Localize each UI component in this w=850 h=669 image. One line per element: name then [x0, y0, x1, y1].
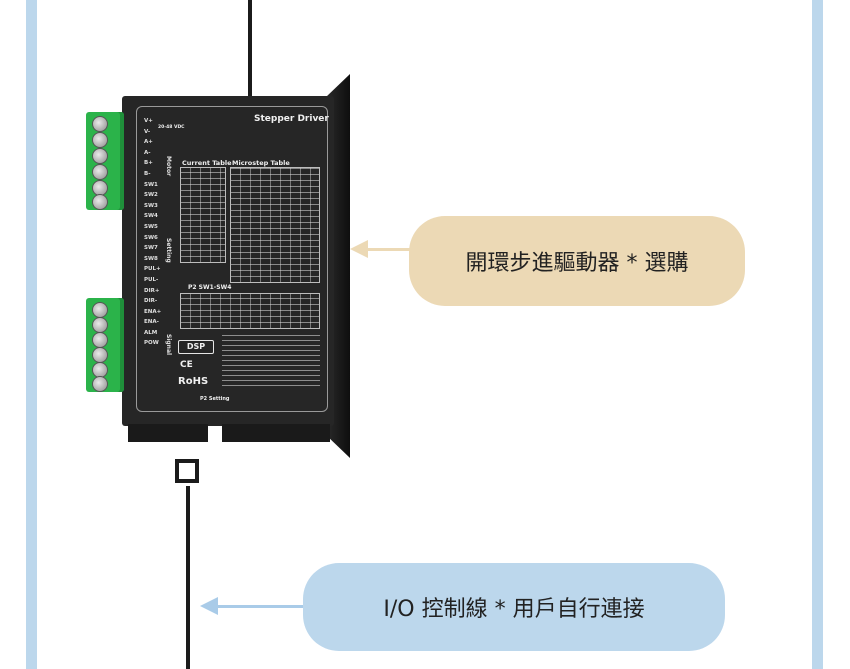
pin-label: SW8 [144, 255, 158, 262]
p2-setting-label: P2 Setting [200, 396, 230, 402]
io-cable-callout: I/O 控制線 * 用戶自行連接 [303, 563, 725, 651]
screw-icon [92, 332, 108, 348]
p2-switch-table [180, 293, 320, 329]
arrow-left-icon [350, 240, 368, 258]
motor-group-label: Motor [165, 156, 172, 177]
led-status-legend [222, 332, 320, 390]
pin-label: ENA- [144, 319, 159, 326]
frame-left-bar [26, 0, 37, 669]
pin-label: B- [144, 170, 151, 177]
pin-label: SW4 [144, 213, 158, 220]
arrow-line [366, 248, 410, 251]
pin-label: SW5 [144, 223, 158, 230]
arrow-line [216, 605, 304, 608]
driver-callout: 開環步進驅動器 * 選購 [409, 216, 745, 306]
pin-label: A- [144, 149, 151, 156]
pin-label: SW6 [144, 234, 158, 241]
frame-right-bar [812, 0, 823, 669]
screw-icon [92, 148, 108, 164]
microstep-table-title: Microstep Table [232, 159, 290, 167]
pin-label: ALM [144, 329, 158, 336]
signal-group-label: Signal [165, 334, 172, 356]
dsp-badge: DSP [178, 340, 214, 354]
pin-label: SW7 [144, 245, 158, 252]
setting-group-label: Setting [165, 238, 172, 263]
screw-icon [92, 302, 108, 318]
screw-icon [92, 347, 108, 363]
current-table [180, 167, 226, 263]
pin-label: POW [144, 340, 159, 347]
driver-foot-right [222, 424, 330, 442]
pin-labels: V+ V- A+ A- B+ B- SW1 SW2 SW3 SW4 SW5 SW… [144, 116, 174, 349]
driver-foot-left [128, 424, 208, 442]
io-cable [186, 486, 190, 669]
ce-mark: CE [180, 360, 193, 370]
pin-label: SW2 [144, 192, 158, 199]
rohs-mark: RoHS [178, 376, 209, 387]
current-table-title: Current Table [182, 159, 232, 167]
screw-icon [92, 116, 108, 132]
driver-label-panel [136, 106, 328, 412]
pin-label: PUL+ [144, 266, 161, 273]
screw-icon [92, 376, 108, 392]
pin-label: SW3 [144, 202, 158, 209]
power-cable [248, 0, 252, 96]
arrow-left-icon [200, 597, 218, 615]
pin-label: B+ [144, 160, 153, 167]
screw-icon [92, 194, 108, 210]
pin-label: SW1 [144, 181, 158, 188]
driver-title: Stepper Driver [254, 114, 329, 124]
screw-icon [92, 317, 108, 333]
pin-label: PUL- [144, 276, 159, 283]
pin-label: V+ [144, 118, 153, 124]
pin-label: A+ [144, 139, 153, 146]
p2-switch-label: P2 SW1-SW4 [188, 284, 232, 291]
pin-label: ENA+ [144, 308, 162, 315]
motor-terminal-block [86, 112, 124, 210]
driver-callout-text: 開環步進驅動器 * 選購 [465, 251, 689, 276]
io-cable-callout-text: I/O 控制線 * 用戶自行連接 [383, 597, 645, 622]
io-connector-icon [175, 459, 199, 483]
signal-terminal-block [86, 298, 124, 392]
voltage-label: 20-48 VDC [158, 125, 185, 130]
pin-label: DIR+ [144, 287, 160, 294]
pin-label: DIR- [144, 298, 158, 305]
pin-label: V- [144, 128, 151, 135]
microstep-table [230, 167, 320, 283]
screw-icon [92, 132, 108, 148]
screw-icon [92, 164, 108, 180]
